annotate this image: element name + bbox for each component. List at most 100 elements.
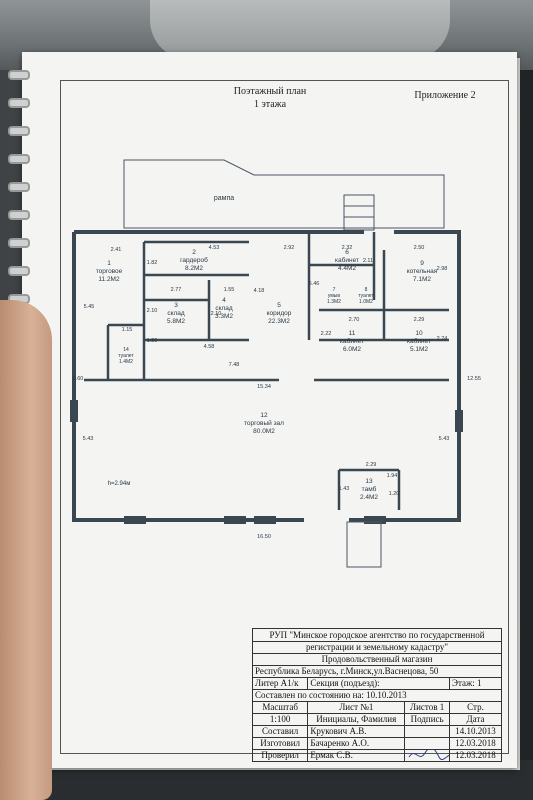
room-6-area: 4.4М2 bbox=[338, 265, 356, 272]
address: Республика Беларусь, г.Минск,ул.Васнецов… bbox=[252, 665, 502, 678]
name-made: Бачаренко А.О. bbox=[307, 737, 406, 750]
room-13-area: 2.4М2 bbox=[360, 494, 378, 501]
room-12-name: торговый зал bbox=[244, 419, 284, 427]
ramp-outline bbox=[123, 159, 445, 229]
dim-label: 5.43 bbox=[83, 436, 94, 442]
org-line-2: регистрации и земельному кадастру" bbox=[252, 641, 502, 654]
dim-label: 1.50 bbox=[147, 338, 158, 344]
role-compiled: Составил bbox=[251, 725, 309, 738]
room-9-number: 9 bbox=[420, 260, 424, 267]
room-10-area: 5.1М2 bbox=[410, 346, 428, 353]
dim-label: 1.82 bbox=[147, 260, 158, 266]
room-9-name: котельная bbox=[407, 268, 438, 275]
room-14-name: туалет bbox=[118, 353, 134, 359]
dim-label: 12.55 bbox=[467, 376, 481, 382]
header-page: Стр. bbox=[449, 701, 502, 714]
room-11-area: 6.0М2 bbox=[343, 346, 361, 353]
signature-compiled bbox=[404, 725, 451, 738]
room-4-area: 3.3М2 bbox=[215, 313, 233, 320]
dim-label: 4.18 bbox=[254, 288, 265, 294]
room-13-number: 13 bbox=[365, 478, 373, 485]
ramp-label: рампа bbox=[214, 195, 234, 202]
plan-subtitle: 1 этажа bbox=[253, 99, 287, 110]
dim-label: 2.74 bbox=[437, 336, 448, 342]
room-3-name: склад bbox=[167, 310, 185, 317]
room-5-name: коридор bbox=[267, 310, 292, 317]
title-block: РУП "Минское городское агентство по госу… bbox=[251, 628, 502, 762]
room-7-name: умыв bbox=[328, 293, 340, 299]
section: Секция (подъезд): bbox=[307, 677, 451, 690]
date-made: 12.03.2018 bbox=[449, 737, 502, 750]
date-checked: 12.03.2018 bbox=[449, 749, 502, 762]
header-date: Дата bbox=[449, 713, 502, 726]
dim-label: 2.98 bbox=[437, 266, 448, 272]
floor-plan: 1 торговое 11.2М2 2 гардероб 8.2М2 3 скл… bbox=[70, 159, 481, 568]
dim-label: 2.22 bbox=[321, 331, 332, 337]
room-14-number: 14 bbox=[123, 347, 129, 353]
name-checked: Ермак С.В. bbox=[307, 749, 406, 762]
dim-label: 7.48 bbox=[229, 362, 240, 368]
room-1-number: 1 bbox=[107, 260, 111, 267]
header-signature: Подпись bbox=[404, 713, 451, 726]
room-6-number: 6 bbox=[345, 249, 349, 256]
dim-label: 1.94 bbox=[387, 473, 398, 479]
room-4-number: 4 bbox=[222, 297, 226, 304]
dim-label: 2.29 bbox=[366, 462, 377, 468]
dim-label: 2.50 bbox=[414, 245, 425, 251]
hand-holding-document bbox=[0, 300, 52, 800]
dim-label: 4.53 bbox=[209, 245, 220, 251]
dim-label: 1.15 bbox=[122, 327, 133, 333]
room-8-name: туалет bbox=[358, 293, 374, 299]
role-made: Изготовил bbox=[251, 737, 309, 750]
signature-checked bbox=[404, 749, 451, 762]
room-1-name: торговое bbox=[96, 268, 123, 275]
signature-scribble bbox=[408, 750, 449, 760]
header-sheets: Листов 1 bbox=[404, 701, 451, 714]
signature-made bbox=[404, 737, 451, 750]
dim-label: 2.10 bbox=[147, 308, 158, 314]
room-11-name: кабинет bbox=[340, 337, 364, 345]
room-7-area: 1.3М2 bbox=[327, 299, 341, 305]
org-line-1: РУП "Минское городское агентство по госу… bbox=[252, 628, 502, 642]
plan-title: Поэтажный план bbox=[233, 86, 307, 97]
entrance-steps bbox=[346, 521, 382, 568]
room-7-number: 7 bbox=[333, 287, 336, 293]
header-initials: Инициалы, Фамилия bbox=[307, 713, 406, 726]
room-14-area: 1.4М2 bbox=[119, 359, 133, 365]
room-12-area: 80.0М2 bbox=[253, 428, 275, 435]
dim-label: 5.43 bbox=[439, 436, 450, 442]
room-2-area: 8.2М2 bbox=[185, 265, 203, 272]
dim-label: 2.70 bbox=[349, 317, 360, 323]
dim-label: 5.45 bbox=[84, 304, 95, 310]
dim-label: 1.55 bbox=[224, 287, 235, 293]
room-4-name: склад bbox=[215, 305, 233, 312]
header-sheet: Лист №1 bbox=[307, 701, 406, 714]
dim-label: 16.50 bbox=[257, 534, 271, 540]
dim-label: 5.46 bbox=[309, 281, 320, 287]
room-10-name: кабинет bbox=[407, 337, 431, 345]
dim-label: 2.92 bbox=[284, 245, 295, 251]
ceiling-height: h=2.94м bbox=[108, 481, 131, 487]
dim-label: 2.41 bbox=[111, 247, 122, 253]
name-compiled: Крукович А.В. bbox=[307, 725, 406, 738]
room-11-number: 11 bbox=[349, 330, 356, 337]
dim-label: 4.58 bbox=[204, 344, 215, 350]
appendix-label: Приложение 2 bbox=[414, 90, 476, 101]
header-scale: Масштаб bbox=[251, 701, 309, 714]
object-name: Продовольственный магазин bbox=[252, 653, 502, 666]
dim-label: 2.32 bbox=[342, 245, 353, 251]
date-compiled: 14.10.2013 bbox=[449, 725, 502, 738]
dim-label: 1.43 bbox=[339, 486, 350, 492]
room-9-area: 7.1М2 bbox=[413, 276, 431, 283]
room-1-area: 11.2М2 bbox=[98, 276, 120, 283]
dim-label: 2.77 bbox=[171, 287, 182, 293]
room-3-number: 3 bbox=[174, 302, 178, 309]
outer-wall bbox=[72, 230, 461, 522]
room-3-area: 5.8М2 bbox=[167, 318, 185, 325]
room-12-number: 12 bbox=[260, 412, 268, 419]
room-13-name: тамб bbox=[362, 485, 377, 493]
dim-label: 0.60 bbox=[73, 376, 84, 382]
room-2-name: гардероб bbox=[180, 256, 208, 264]
state-date: Составлен по состоянию на: 10.10.2013 bbox=[252, 689, 502, 702]
role-checked: Проверил bbox=[251, 749, 309, 762]
